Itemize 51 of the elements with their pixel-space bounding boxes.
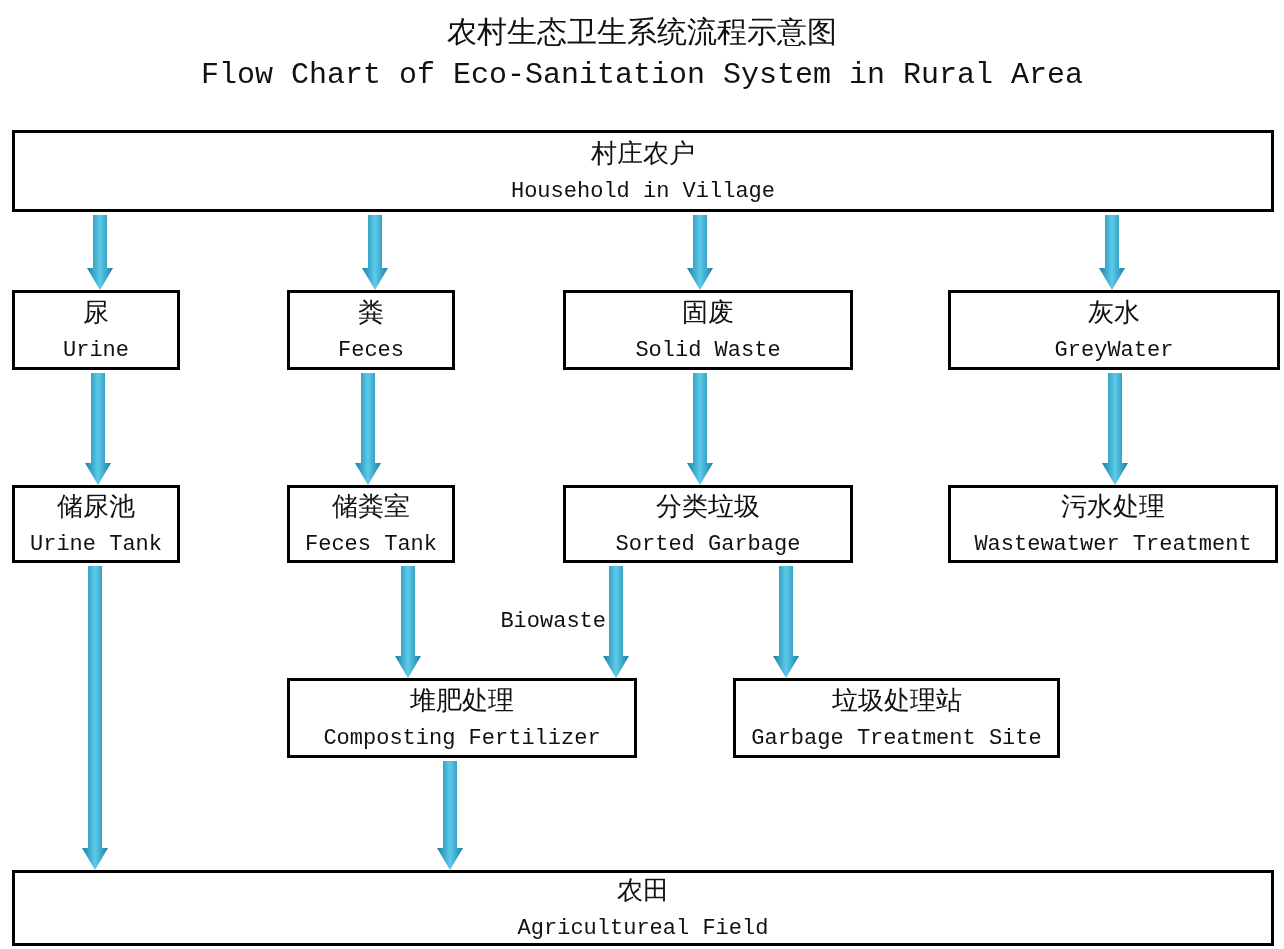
arrow bbox=[773, 566, 799, 678]
process-box bbox=[948, 485, 1278, 563]
arrow bbox=[1102, 373, 1128, 485]
chinese-label: 储尿池 bbox=[57, 490, 135, 523]
diagram-title: 农村生态卫生系统流程示意图 bbox=[446, 13, 838, 51]
arrow bbox=[362, 215, 388, 290]
english-label: Wastewatwer Treatment bbox=[974, 532, 1252, 558]
chinese-label: 储粪室 bbox=[332, 490, 410, 523]
arrow bbox=[603, 566, 629, 678]
process-box bbox=[733, 678, 1060, 758]
process-box bbox=[12, 485, 180, 563]
chinese-label: 固废 bbox=[682, 296, 734, 329]
english-label: Urine Tank bbox=[30, 532, 162, 558]
arrow bbox=[1099, 215, 1125, 290]
process-box bbox=[948, 290, 1280, 370]
arrow bbox=[687, 215, 713, 290]
chinese-label: 灰水 bbox=[1088, 296, 1140, 329]
english-label: Solid Waste bbox=[635, 338, 781, 364]
english-label: Urine bbox=[63, 338, 129, 364]
arrow bbox=[82, 566, 108, 870]
english-label: Sorted Garbage bbox=[615, 532, 801, 558]
arrow bbox=[395, 566, 421, 678]
english-label: Feces bbox=[338, 338, 404, 364]
process-box bbox=[287, 485, 455, 563]
process-box bbox=[287, 678, 637, 758]
chinese-label: 村庄农户 bbox=[591, 137, 695, 170]
chinese-label: 分类垃圾 bbox=[656, 490, 760, 523]
process-box bbox=[287, 290, 455, 370]
arrow bbox=[355, 373, 381, 485]
english-label: Household in Village bbox=[510, 179, 775, 205]
arrow bbox=[437, 761, 463, 870]
process-box bbox=[12, 290, 180, 370]
process-box bbox=[563, 290, 853, 370]
chinese-label: 垃圾处理站 bbox=[831, 684, 962, 717]
chinese-label: 污水处理 bbox=[1061, 490, 1165, 523]
english-label: Feces Tank bbox=[305, 532, 437, 558]
chinese-label: 堆肥处理 bbox=[410, 684, 514, 717]
chinese-label: 粪 bbox=[358, 296, 384, 329]
diagram-subtitle: Flow Chart of Eco-Sanitation System in Rural Area bbox=[199, 58, 1085, 92]
process-box bbox=[563, 485, 853, 563]
chinese-label: 尿 bbox=[83, 296, 109, 329]
english-label: Composting Fertilizer bbox=[323, 726, 601, 752]
arrow bbox=[87, 215, 113, 290]
english-label: Agricultureal Field bbox=[517, 916, 769, 942]
chinese-label: 农田 bbox=[617, 874, 669, 907]
english-label: Garbage Treatment Site bbox=[751, 726, 1042, 752]
arrow bbox=[85, 373, 111, 485]
arrow bbox=[687, 373, 713, 485]
process-box bbox=[12, 870, 1274, 946]
process-box bbox=[12, 130, 1274, 212]
english-label: GreyWater bbox=[1054, 338, 1174, 364]
